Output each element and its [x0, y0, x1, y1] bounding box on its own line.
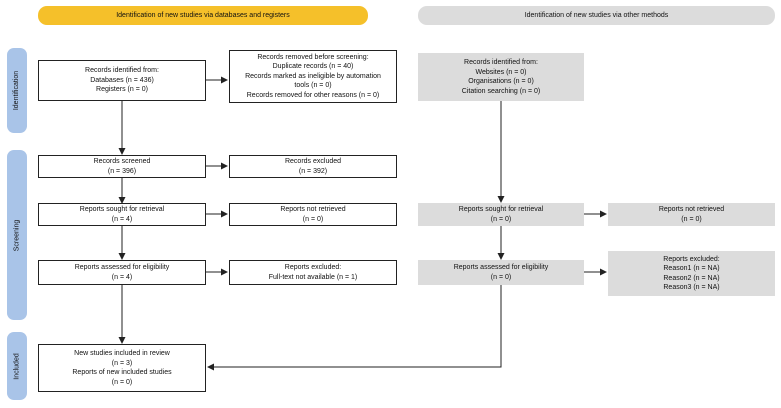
box-line: (n = 4)	[111, 215, 133, 223]
databases-header: Identification of new studies via databa…	[38, 6, 368, 25]
box-line: Websites (n = 0)	[475, 68, 527, 76]
other-methods-header: Identification of new studies via other …	[418, 6, 775, 25]
box-line: (n = 0)	[111, 378, 133, 386]
box-line: Citation searching (n = 0)	[461, 87, 541, 95]
box-line: Records identified from:	[464, 59, 538, 66]
other-methods-header-label: Identification of new studies via other …	[524, 12, 669, 19]
reports-sought-box: Reports sought for retrieval (n = 4)	[38, 203, 206, 226]
phase-screening: Screening	[7, 150, 27, 320]
box-line: (n = 0)	[490, 215, 512, 223]
box-line: (n = 3)	[111, 359, 133, 367]
box-line: (n = 392)	[298, 167, 328, 175]
reports-excluded-box: Reports excluded: Full-text not availabl…	[229, 260, 397, 285]
other-sought-box: Reports sought for retrieval (n = 0)	[418, 203, 584, 226]
phase-identification: Identification	[7, 48, 27, 133]
records-removed-box: Records removed before screening: Duplic…	[229, 50, 397, 103]
box-line: (n = 396)	[107, 167, 137, 175]
box-line: Reports sought for retrieval	[458, 206, 544, 213]
box-line: Duplicate records (n = 40)	[272, 63, 354, 71]
box-line: (n = 0)	[302, 215, 324, 223]
other-assessed-box: Reports assessed for eligibility (n = 0)	[418, 260, 584, 285]
box-line: Reason3 (n = NA)	[663, 284, 720, 291]
box-line: Databases (n = 436)	[90, 76, 154, 84]
box-line: Records marked as ineligible by automati…	[245, 72, 381, 80]
box-line: Reports of new included studies	[72, 369, 172, 376]
box-line: Reports sought for retrieval	[79, 206, 165, 213]
box-line: Records screened	[93, 158, 151, 165]
other-not-retrieved-box: Reports not retrieved (n = 0)	[608, 203, 775, 226]
phase-identification-label: Identification	[13, 70, 21, 111]
records-screened-box: Records screened (n = 396)	[38, 155, 206, 178]
box-line: Full-text not available (n = 1)	[268, 273, 358, 281]
box-line: Reports excluded:	[663, 255, 720, 263]
other-identified-box: Records identified from: Websites (n = 0…	[418, 53, 584, 101]
box-line: Reports not retrieved	[658, 206, 725, 213]
box-line: Reports excluded:	[284, 264, 342, 271]
box-line: Reason1 (n = NA)	[663, 265, 720, 272]
records-excluded-box: Records excluded (n = 392)	[229, 155, 397, 178]
box-line: Records identified from:	[85, 67, 159, 75]
reports-not-retrieved-box: Reports not retrieved (n = 0)	[229, 203, 397, 226]
box-line: (n = 0)	[490, 273, 512, 281]
reports-assessed-box: Reports assessed for eligibility (n = 4)	[38, 260, 206, 285]
arrow-other-assessed-to-included	[207, 285, 502, 371]
box-line: tools (n = 0)	[294, 82, 332, 90]
box-line: Reports not retrieved	[280, 206, 346, 213]
box-line: (n = 0)	[681, 215, 702, 223]
other-excluded-box: Reports excluded: Reason1 (n = NA) Reaso…	[608, 251, 775, 296]
databases-header-label: Identification of new studies via databa…	[116, 12, 290, 19]
phase-included: Included	[7, 332, 27, 400]
box-line: Organisations (n = 0)	[468, 78, 534, 85]
box-line: Records excluded	[284, 158, 342, 165]
box-line: New studies included in review	[74, 350, 170, 357]
phase-included-label: Included	[13, 352, 21, 380]
box-line: Reports assessed for eligibility	[453, 264, 549, 271]
box-line: Reports assessed for eligibility	[74, 264, 170, 271]
phase-screening-label: Screening	[13, 219, 21, 251]
box-line: (n = 4)	[111, 273, 133, 281]
box-line: Records removed for other reasons (n = 0…	[246, 91, 380, 99]
box-line: Records removed before screening:	[257, 53, 369, 61]
box-line: Registers (n = 0)	[96, 86, 148, 94]
studies-included-box: New studies included in review (n = 3) R…	[38, 344, 206, 392]
records-identified-box: Records identified from: Databases (n = …	[38, 60, 206, 101]
box-line: Reason2 (n = NA)	[663, 274, 720, 282]
